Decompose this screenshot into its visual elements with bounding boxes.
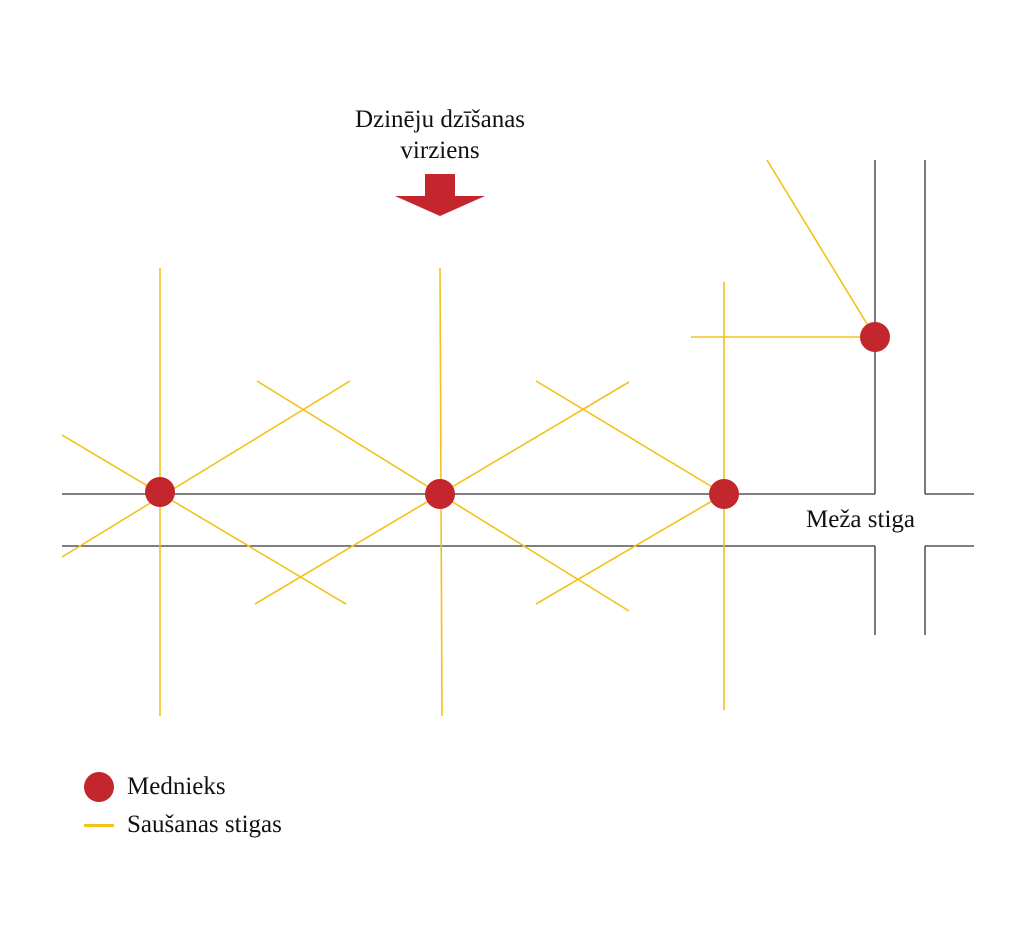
drying-line: [61, 434, 347, 605]
drying-line: [535, 493, 725, 605]
legend: Mednieks Saušanas stigas: [82, 768, 282, 844]
drying-line: [535, 380, 725, 495]
drive-direction-label-line-2: virziens: [400, 137, 480, 164]
drying-line-icon: [84, 823, 114, 827]
drying-line-group: [61, 159, 876, 717]
drive-direction-label: Dzinēju dzīšanas virziens: [320, 104, 560, 166]
drying-line: [766, 159, 876, 338]
hunter-dot-icon: [860, 322, 890, 352]
drive-direction-label-line-1: Dzinēju dzīšanas: [354, 106, 526, 133]
legend-item-hunter: Mednieks: [82, 768, 282, 806]
legend-label-hunter: Mednieks: [127, 773, 226, 800]
forest-road-label: Meža stiga: [806, 506, 915, 533]
legend-item-drying-line: Saušanas stigas: [82, 806, 282, 844]
drying-line: [61, 380, 351, 558]
forest-road-lines: [62, 160, 974, 635]
arrow-down-icon: [395, 174, 485, 216]
legend-label-drying-line: Saušanas stigas: [127, 811, 282, 838]
hunter-dot-icon: [709, 479, 739, 509]
hunter-dot-icon: [145, 477, 175, 507]
hunter-dot-icon: [84, 772, 114, 802]
hunter-group: [145, 322, 890, 509]
hunter-dot-icon: [425, 479, 455, 509]
